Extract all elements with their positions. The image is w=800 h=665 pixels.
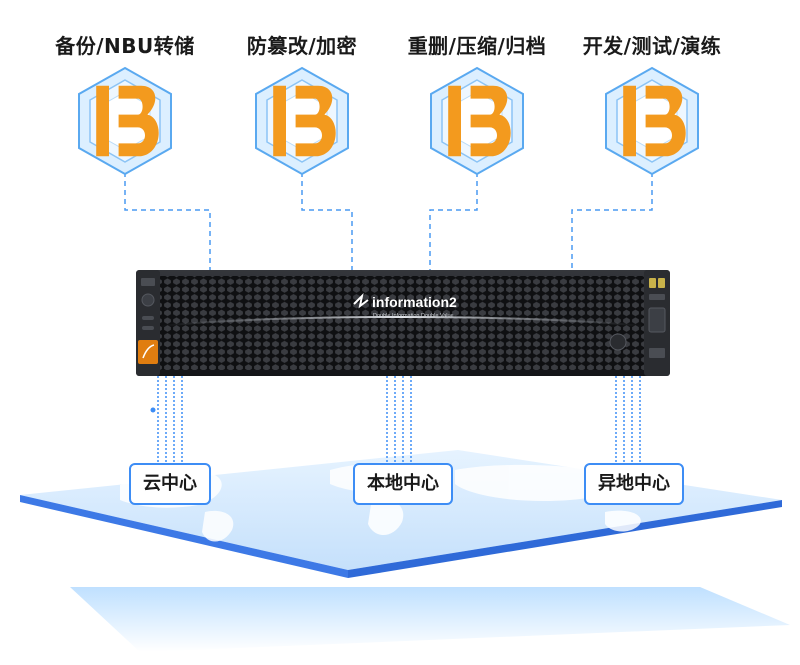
hexagon-icon-dedup [429, 66, 525, 176]
connector-line-4 [571, 172, 653, 276]
hexagon-icon-tamper-proof [254, 66, 350, 176]
front-mesh-grille [160, 276, 644, 370]
data-streams [157, 372, 641, 470]
ib-logo-icon [254, 66, 350, 176]
orange-handle [138, 340, 158, 364]
feature-label-tamper-proof: 防篡改/加密 [246, 34, 358, 58]
center-label-remote: 异地中心 [584, 463, 684, 505]
front-dial [609, 333, 627, 351]
center-label-local: 本地中心 [353, 463, 453, 505]
ib-logo-icon [604, 66, 700, 176]
connector-line-2 [301, 172, 353, 276]
connector-line-3 [429, 172, 478, 276]
center-label-cloud: 云中心 [129, 463, 211, 505]
feature-label-backup: 备份/NBU转储 [55, 34, 195, 58]
brand-name: information2 [372, 294, 457, 310]
brand-logo: information2 Double Information Double V… [353, 292, 457, 319]
map-plane-right-edge [348, 500, 782, 578]
feature-label-dedup: 重删/压缩/归档 [407, 34, 547, 58]
ib-logo-icon [429, 66, 525, 176]
feature-label-devtest: 开发/测试/演练 [582, 34, 722, 58]
ib-logo-icon [77, 66, 173, 176]
lower-plane-reflection [70, 587, 790, 652]
brand-tagline: Double Information Double Value [373, 313, 454, 319]
server-badge [141, 278, 155, 286]
usb-port [648, 307, 666, 333]
server-appliance: information2 Double Information Double V… [136, 270, 670, 376]
hexagon-icon-devtest [604, 66, 700, 176]
connector-line-1 [124, 172, 211, 276]
power-button [141, 293, 155, 307]
hexagon-icon-backup [77, 66, 173, 176]
map-plane-left-edge [20, 495, 348, 578]
